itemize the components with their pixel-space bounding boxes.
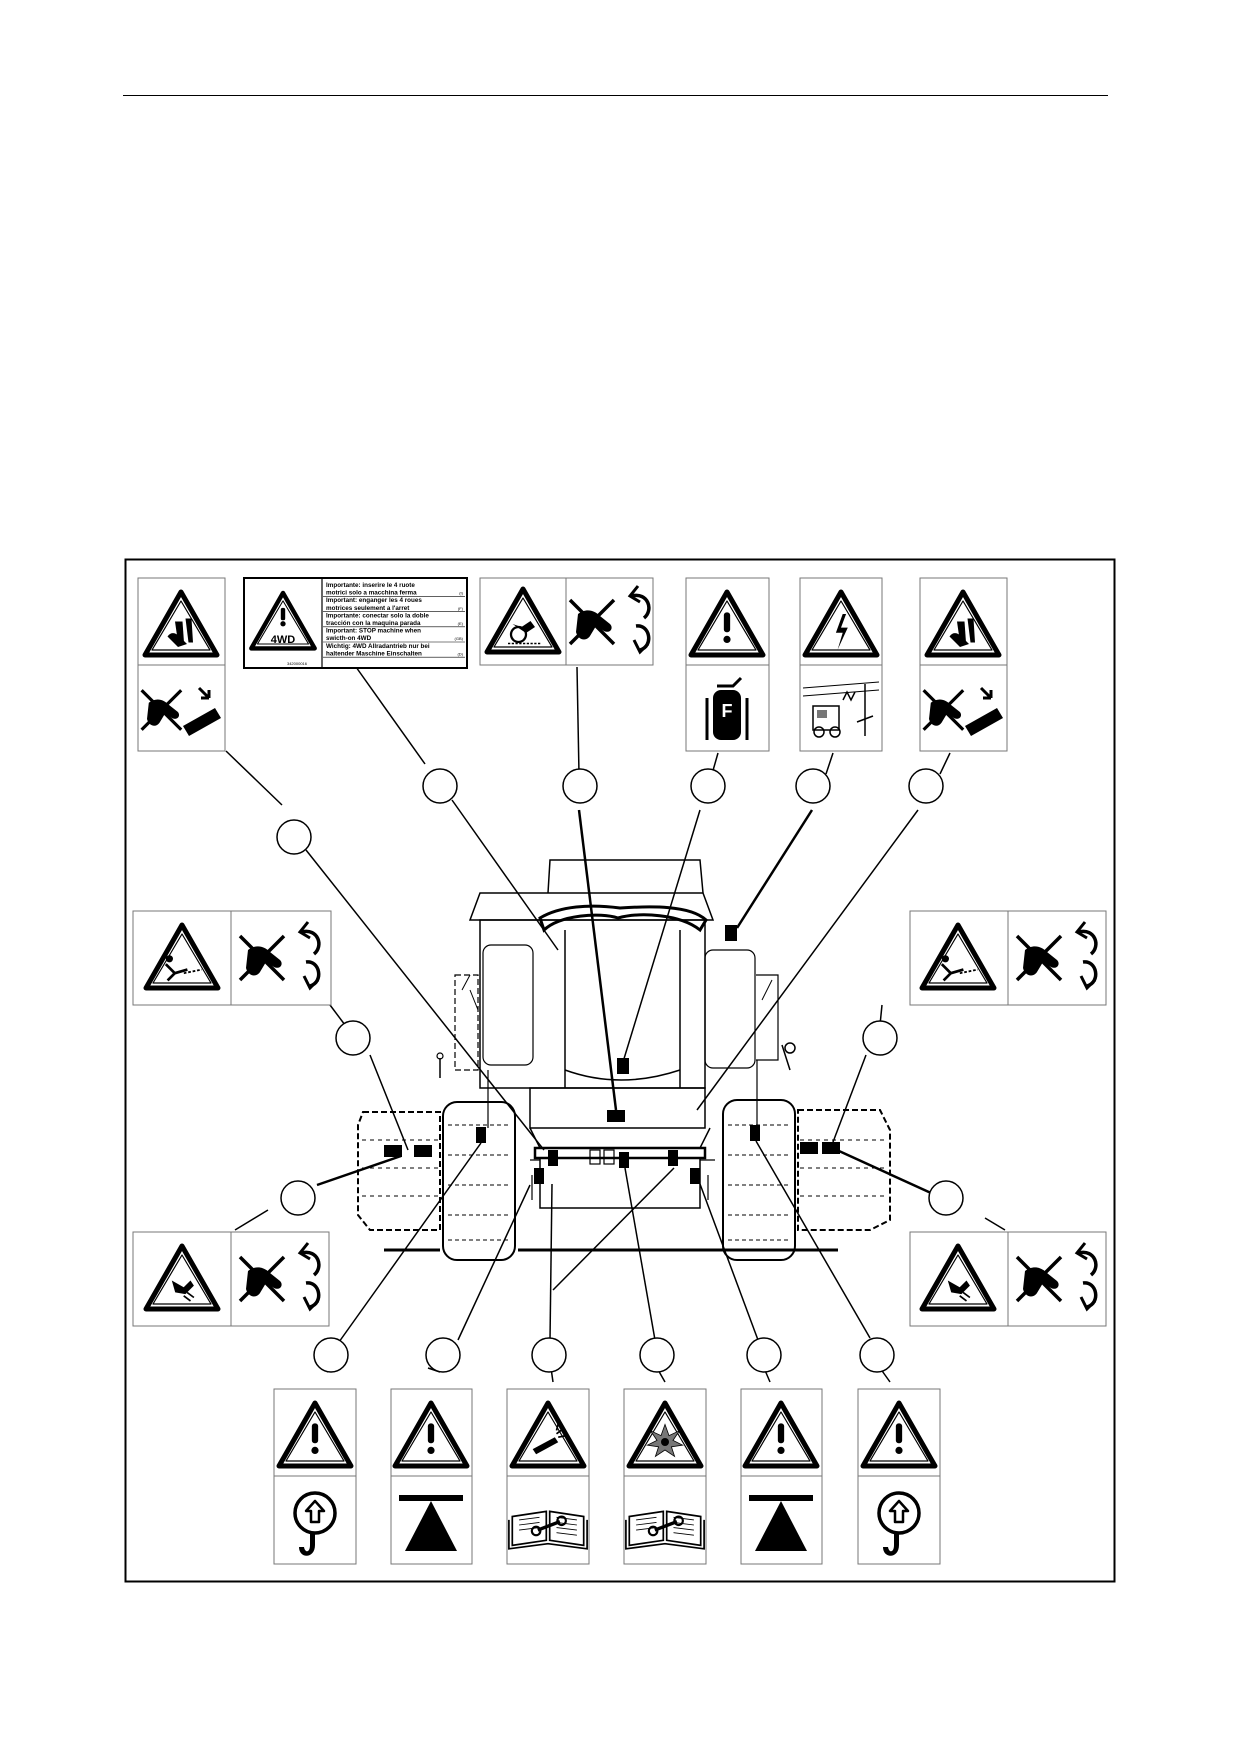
decal-cutting-hazard-left bbox=[132, 1231, 330, 1327]
notice-line: tracción con la maquina parada bbox=[326, 620, 421, 627]
decal-lifting-point-right bbox=[857, 1388, 941, 1565]
callout-circle bbox=[531, 1337, 567, 1373]
decal-lifting-point-left bbox=[273, 1388, 357, 1565]
callout-circle bbox=[746, 1337, 782, 1373]
notice-line: Importante: inserire le 4 ruote bbox=[326, 582, 415, 589]
notice-line: Importante: conectar solo la doble bbox=[326, 612, 429, 619]
decal-jack-point-right bbox=[740, 1388, 823, 1565]
decal-fall-hazard-left bbox=[132, 910, 332, 1006]
notice-line: motrices seulement a l'arret bbox=[326, 605, 410, 612]
callout-circle bbox=[422, 768, 458, 804]
decal-electric-shock bbox=[799, 577, 883, 752]
notice-line: motrici solo a macchina ferma bbox=[326, 590, 417, 597]
callout-circle bbox=[280, 1180, 316, 1216]
decal-cutting-hazard-right bbox=[909, 1231, 1107, 1327]
decal-entanglement-top-center bbox=[479, 577, 654, 666]
callout-circles bbox=[276, 768, 964, 1373]
callout-circle bbox=[859, 1337, 895, 1373]
notice-language-code: (D) bbox=[457, 651, 463, 656]
notice-language-code: (I) bbox=[459, 591, 463, 596]
callout-circle bbox=[335, 1020, 371, 1056]
notice-language-code: (E) bbox=[458, 621, 464, 626]
decal-position-markers bbox=[384, 925, 840, 1184]
callout-circle bbox=[862, 1020, 898, 1056]
callout-circle bbox=[928, 1180, 964, 1216]
figure-frame bbox=[124, 558, 1116, 1583]
decal-4wd-notice: 4WD Importante: inserire le 4 ruotemotri… bbox=[243, 577, 468, 669]
callout-circle bbox=[908, 768, 944, 804]
callout-circle bbox=[425, 1337, 461, 1373]
decal-crush-hazard-top-left bbox=[137, 577, 226, 752]
notice-line: Important: enganger les 4 roues bbox=[326, 597, 422, 604]
callout-circle bbox=[313, 1337, 349, 1373]
notice-line: swicth-on 4WD bbox=[326, 635, 372, 642]
decal-fire-extinguisher: F bbox=[685, 577, 770, 752]
notice-language-code: (F) bbox=[458, 606, 464, 611]
decal-explosion-manual bbox=[623, 1388, 707, 1565]
notice-language-code: (GB) bbox=[455, 636, 464, 641]
decal-jack-point-left bbox=[390, 1388, 473, 1565]
4wd-decal-code: 342000016 bbox=[287, 661, 308, 666]
4wd-badge-text: 4WD bbox=[271, 634, 296, 646]
callout-circle bbox=[562, 768, 598, 804]
callout-circle bbox=[795, 768, 831, 804]
decal-fall-hazard-right bbox=[909, 910, 1107, 1006]
leader-lines bbox=[225, 666, 1006, 1383]
top-rule bbox=[123, 95, 1108, 96]
decal-hot-fluid-manual bbox=[506, 1388, 590, 1565]
callout-circle bbox=[639, 1337, 675, 1373]
callout-circle bbox=[690, 768, 726, 804]
notice-line: haltender Maschine Einschalten bbox=[326, 650, 422, 657]
extinguisher-letter: F bbox=[722, 701, 733, 721]
callout-circle bbox=[276, 819, 312, 855]
notice-line: Important: STOP machine when bbox=[326, 628, 421, 635]
decal-crush-hazard-top-right bbox=[919, 577, 1008, 752]
notice-line: Wichtig: 4WD Allradantrieb nur bei bbox=[326, 643, 430, 650]
